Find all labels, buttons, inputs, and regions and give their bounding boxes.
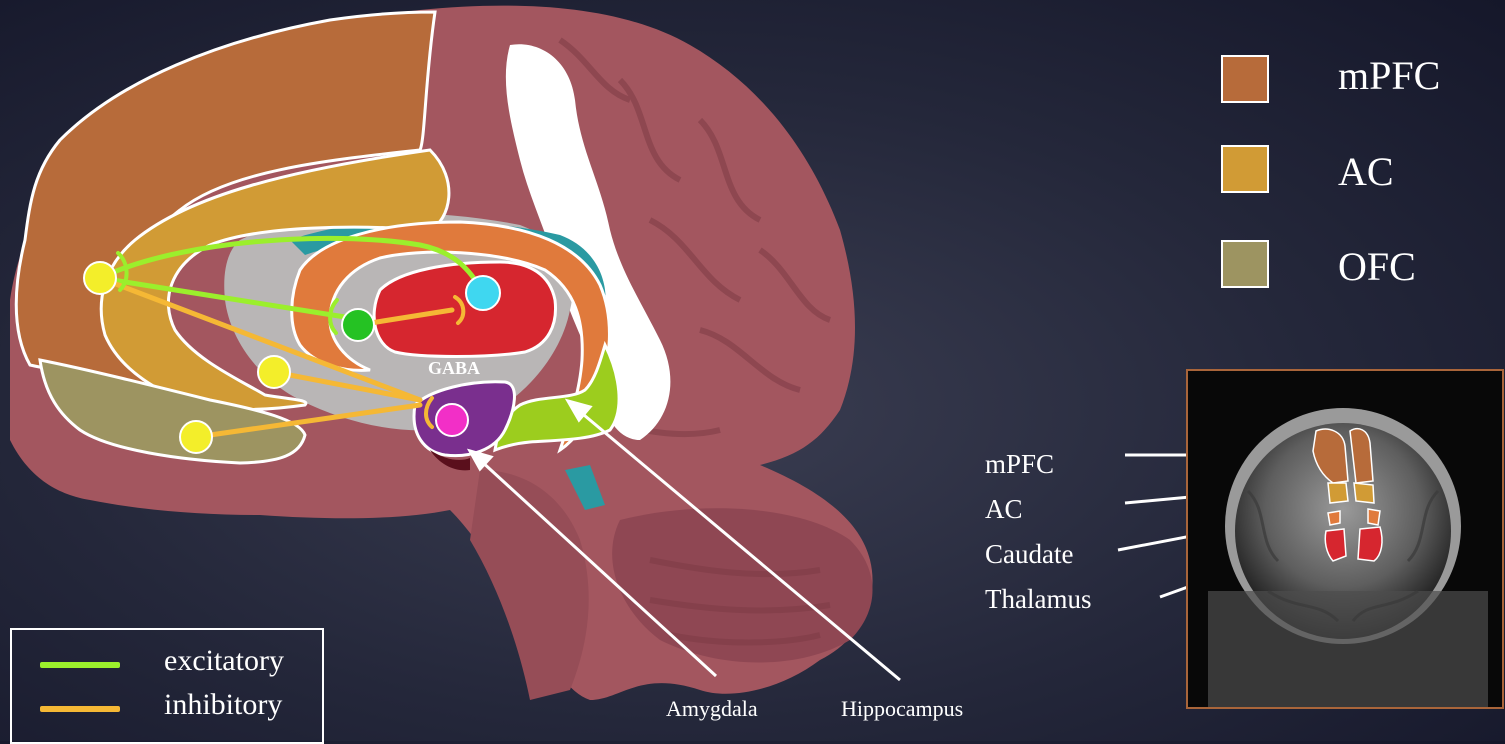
legend-swatch-mpfc <box>1221 55 1269 103</box>
mri-caudate <box>1328 511 1340 525</box>
lower-tissue <box>1208 591 1488 709</box>
mri-label-mpfc: mPFC <box>985 449 1054 480</box>
connection-legend: excitatory inhibitory <box>10 628 324 744</box>
mri-caudate-right <box>1368 509 1380 525</box>
mri-image <box>1188 371 1504 709</box>
legend-label-ac: AC <box>1338 148 1394 195</box>
mri-label-caudate: Caudate <box>985 539 1073 570</box>
excitatory-swatch <box>40 662 120 668</box>
hippocampus-label: Hippocampus <box>841 696 963 722</box>
mri-label-ac: AC <box>985 494 1023 525</box>
caudate-node <box>342 309 374 341</box>
mri-ac-right <box>1354 483 1374 503</box>
mri-label-thalamus: Thalamus <box>985 584 1091 615</box>
inhibitory-swatch <box>40 706 120 712</box>
mri-thalamus-right <box>1358 527 1382 561</box>
mri-ac <box>1328 483 1348 503</box>
gaba-label: GABA <box>428 358 480 378</box>
excitatory-label: excitatory <box>164 644 284 678</box>
legend-swatch-ofc <box>1221 240 1269 288</box>
amygdala-node <box>436 404 468 436</box>
ofc-node <box>180 421 212 453</box>
inhibitory-label: inhibitory <box>164 688 282 722</box>
mri-coronal-panel <box>1186 369 1504 709</box>
amygdala-label: Amygdala <box>666 696 758 722</box>
legend-label-ofc: OFC <box>1338 243 1416 290</box>
mpfc-node <box>84 262 116 294</box>
ac-node <box>258 356 290 388</box>
legend-label-mpfc: mPFC <box>1338 52 1440 99</box>
thalamus-node <box>466 276 500 310</box>
legend-swatch-ac <box>1221 145 1269 193</box>
